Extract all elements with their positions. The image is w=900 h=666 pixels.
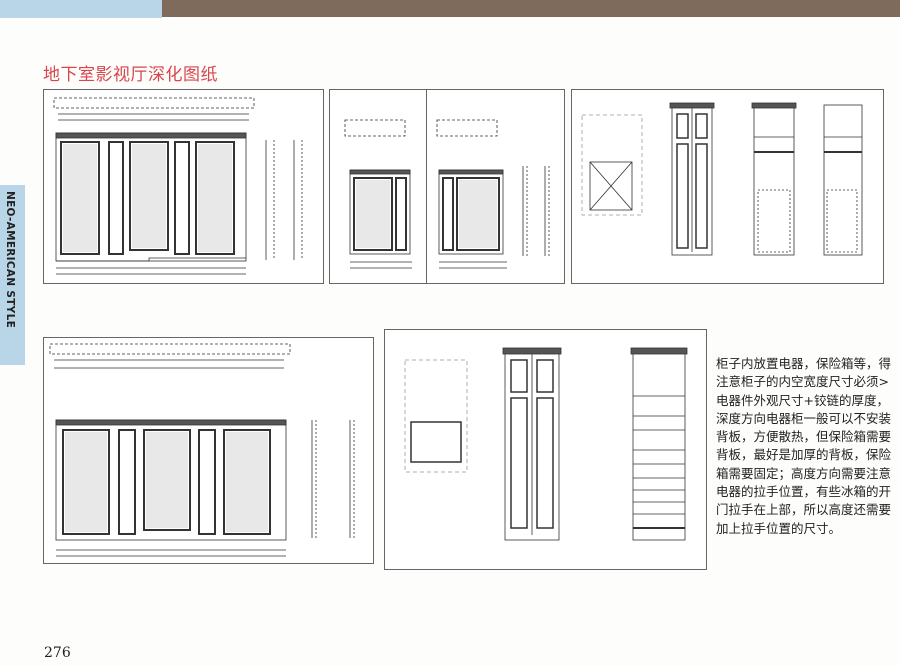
cad-drawing (581, 102, 863, 256)
section-title: 地下室影视厅深化图纸 (43, 65, 218, 85)
description-note: 柜子内放置电器，保险箱等，得注意柜子的内空宽度尺寸必须>电器件外观尺寸+铰链的厚… (716, 356, 892, 536)
drawing-cabinet-elevations-a (571, 89, 884, 284)
cad-drawing (53, 97, 303, 275)
drawing-wall-elevation-b (329, 89, 427, 284)
page-number: 276 (44, 645, 71, 661)
header-band-blue (0, 0, 162, 18)
cad-drawing (344, 119, 412, 269)
drawing-wall-elevation-d (43, 337, 374, 564)
side-tab: NEO-AMERICAN STYLE (0, 185, 25, 365)
header-band-brown (162, 0, 900, 17)
drawing-wall-elevation-c (426, 89, 565, 284)
drawing-cabinet-elevations-b (384, 329, 707, 570)
cad-drawing (404, 347, 688, 541)
side-tab-label: NEO-AMERICAN STYLE (4, 191, 16, 329)
drawing-wall-elevation-a (43, 89, 324, 284)
cad-drawing (49, 343, 355, 557)
cad-drawing (436, 119, 550, 269)
